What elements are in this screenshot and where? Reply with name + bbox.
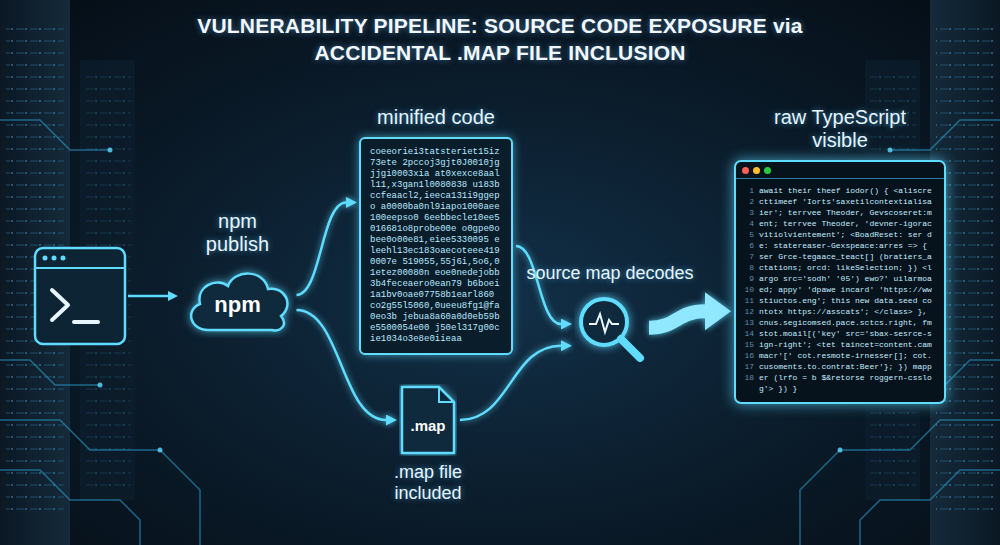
magnifier-icon — [574, 292, 646, 364]
file-icon: .map — [399, 384, 457, 456]
code-window: 1 2 3 4 5 6 7 8 9 10 11 12 13 14 15 16 1… — [734, 160, 946, 404]
window-dot — [753, 167, 760, 174]
box-node: minified code coeeoriei3tatsteriet15iz73e… — [356, 106, 516, 355]
node-text: .map file included — [378, 462, 478, 503]
window-titlebar — [736, 162, 944, 179]
window-dot — [742, 167, 749, 174]
node-text: minified code — [377, 106, 495, 129]
node-text: await their theef iodor() { <aliscrectti… — [759, 185, 936, 394]
node-text: npm — [182, 294, 294, 316]
cloud-shape: npm — [182, 264, 294, 338]
flow-connector — [649, 311, 705, 327]
terminal-icon — [35, 248, 125, 344]
window-dot — [764, 167, 771, 174]
node-text: npm publish — [198, 210, 278, 256]
node-text: 1 2 3 4 5 6 7 8 9 10 11 12 13 14 15 16 1… — [742, 185, 754, 394]
flow-connector — [460, 346, 561, 420]
cloud-node: npm publish npm — [175, 210, 300, 338]
flow-connector — [516, 246, 561, 324]
circuit-traces — [0, 120, 1000, 545]
magnifier-node: source map decodes — [520, 263, 700, 364]
node-text: raw TypeScript visible — [755, 106, 925, 152]
node-text: .map — [399, 418, 457, 433]
node-text: coeeoriei3tatsteriet15iz73ete 2pccoj3gjt… — [370, 147, 502, 345]
publish-arrow — [128, 295, 168, 298]
diagram-title: VULNERABILITY PIPELINE: SOURCE CODE EXPO… — [170, 12, 830, 67]
magnifier-outline — [574, 292, 646, 364]
flow-connector — [297, 202, 347, 295]
node-text: source map decodes — [526, 263, 693, 284]
file-node: .map .map file included — [370, 384, 486, 503]
window-body: 1 2 3 4 5 6 7 8 9 10 11 12 13 14 15 16 1… — [736, 179, 944, 402]
code-box: coeeoriei3tatsteriet15iz73ete 2pccoj3gjt… — [359, 137, 513, 355]
window-node: raw TypeScript visible 1 2 3 4 5 6 7 8 9 … — [733, 106, 947, 404]
